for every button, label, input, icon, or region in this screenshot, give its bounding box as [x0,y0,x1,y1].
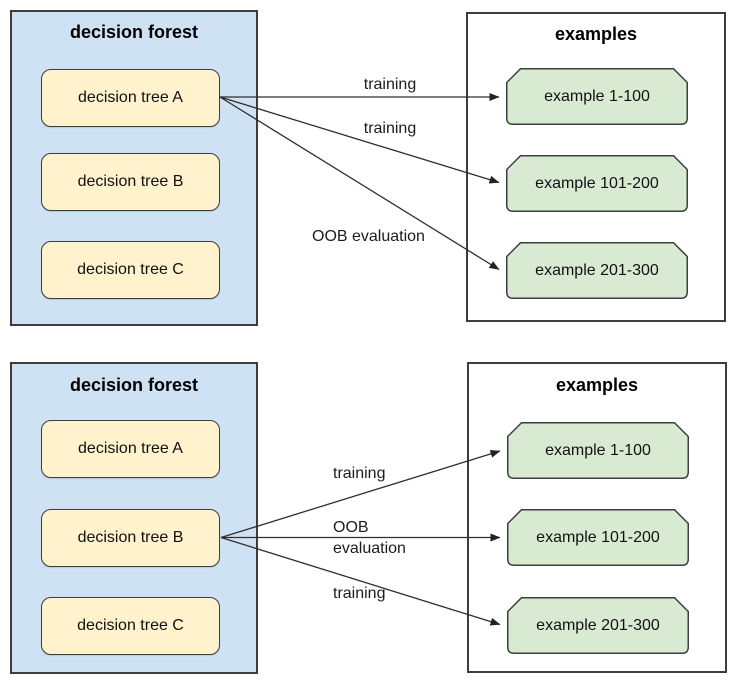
card-shape [506,155,688,212]
forest-title: decision forest [69,375,199,395]
tree-node-b: decision tree B [41,509,220,567]
tree-node-label: decision tree A [78,89,183,106]
forest-panel-top: decision forest decision tree A decision… [10,10,258,326]
card-shape [507,422,689,479]
example-card-label: example 201-300 [535,261,659,279]
card-shape [506,242,688,299]
forest-title: decision forest [69,22,199,42]
arrow-treeA-training-2 [219,96,500,184]
forest-panel-bottom: decision forest decision tree A decision… [10,362,258,674]
examples-panel-top: examples example 1-100 example 101-200 e… [466,12,726,322]
examples-panel-bottom: examples example 1-100 example 101-200 e… [467,362,727,673]
examples-title: examples [555,375,639,395]
examples-title: examples [554,24,638,44]
arrow-label-training: training [333,465,386,482]
example-card-label: example 1-100 [545,441,651,459]
tree-node-a: decision tree A [41,420,220,478]
example-card-201-300: example 201-300 [507,597,689,654]
example-card-label: example 201-300 [536,616,660,634]
tree-node-label: decision tree C [77,617,184,634]
card-shape [507,509,689,566]
tree-node-b: decision tree B [41,153,220,211]
example-card-101-200: example 101-200 [507,509,689,566]
example-card-label: example 101-200 [535,174,659,192]
arrow-label-training: training [363,120,417,137]
example-card-201-300: example 201-300 [506,242,688,299]
card-shape [507,597,689,654]
arrow-label-oob-evaluation: OOB evaluation [333,519,406,557]
tree-node-label: decision tree B [77,173,184,190]
tree-node-label: decision tree A [78,440,183,457]
example-card-101-200: example 101-200 [506,155,688,212]
tree-node-a: decision tree A [41,69,220,127]
arrow-label-oob-evaluation: OOB evaluation [312,228,425,245]
tree-node-label: decision tree B [77,529,184,546]
example-card-1-100: example 1-100 [507,422,689,479]
example-card-label: example 101-200 [536,528,660,546]
arrow-label-training: training [363,76,417,93]
arrow-label-training: training [333,585,386,602]
tree-node-c: decision tree C [41,241,220,299]
example-card-label: example 1-100 [544,87,650,105]
example-card-1-100: example 1-100 [506,68,688,125]
card-shape [506,68,688,125]
tree-node-label: decision tree C [77,261,184,278]
tree-node-c: decision tree C [41,597,220,655]
